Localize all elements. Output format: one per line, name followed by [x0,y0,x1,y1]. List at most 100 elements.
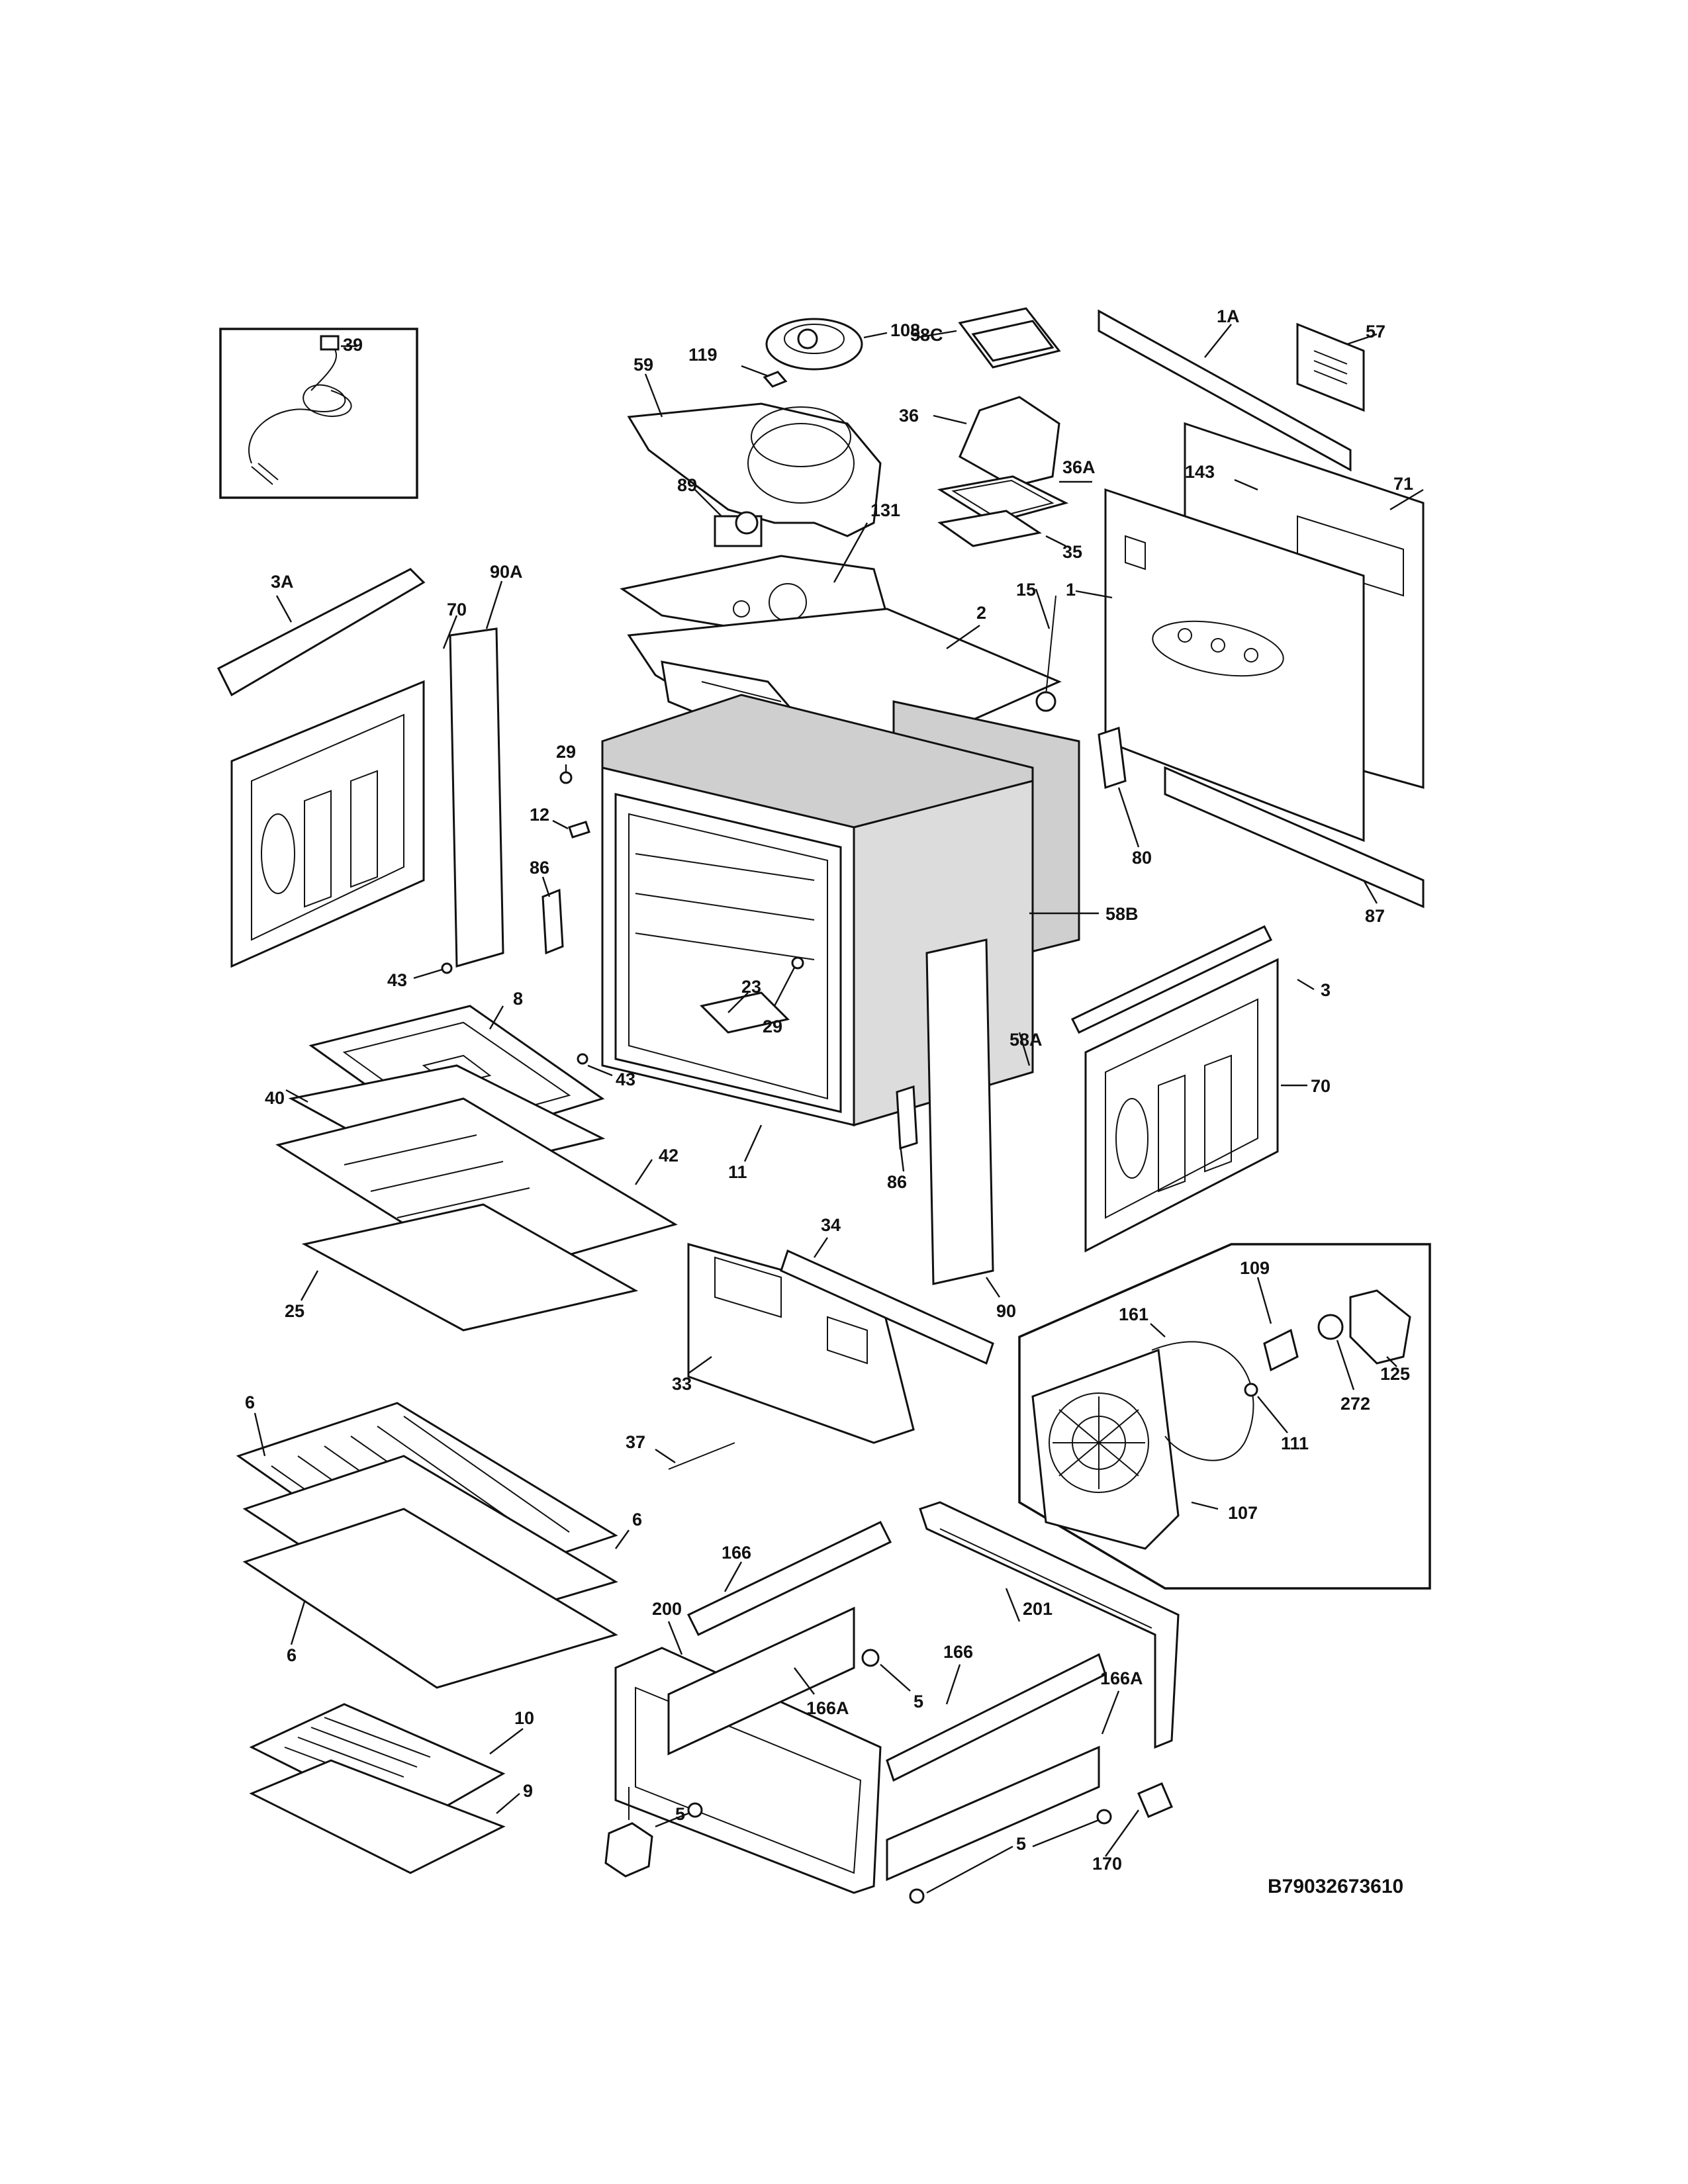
callout-15: 15 [1016,580,1036,600]
drawer-rail-166-left [686,1521,892,1636]
callout-108: 108 [890,320,920,340]
side-panel-right [1070,925,1315,1253]
callout-143: 143 [1185,462,1215,482]
callout-3: 3 [1321,980,1331,1000]
callout-36: 36 [899,406,919,426]
side-trim-90 [925,938,1000,1298]
callout-58A: 58A [1009,1030,1043,1050]
bracket-80-87 [1098,726,1425,909]
part-37 [655,1442,735,1470]
callout-166A-left: 166A [806,1698,849,1718]
bracket-170 [1105,1782,1173,1857]
callout-89: 89 [677,475,697,495]
callout-43-right: 43 [616,1069,635,1089]
broiler-pan-10-9 [249,1703,524,1874]
callout-35: 35 [1062,542,1082,562]
callout-36A: 36A [1062,457,1096,477]
callout-119: 119 [688,345,718,365]
callout-90: 90 [996,1301,1016,1321]
callout-111: 111 [1281,1433,1309,1453]
callout-131: 131 [870,500,900,520]
callout-23: 23 [741,977,761,997]
callout-8: 8 [513,989,523,1009]
callout-58C: 58C [910,325,943,345]
callout-86-right: 86 [887,1172,907,1192]
callout-9: 9 [523,1781,533,1801]
thermostat-89 [694,489,763,547]
callout-57: 57 [1366,322,1385,341]
callout-labels: 39 108 119 59 58C 36 36A 35 1A 57 143 71… [245,306,1413,1897]
callout-70-right: 70 [1311,1076,1331,1096]
hinge-86-right [896,1085,918,1172]
callout-272: 272 [1340,1394,1370,1414]
callout-59: 59 [633,355,653,375]
callout-201: 201 [1023,1599,1053,1619]
vent-cover-57 [1296,322,1378,412]
callout-71: 71 [1393,474,1413,494]
trim-34 [780,1237,994,1365]
callout-42: 42 [659,1146,679,1165]
back-bracket-1A [1098,309,1352,472]
callout-125: 125 [1380,1364,1410,1384]
callout-80: 80 [1132,848,1152,868]
callout-29-top: 29 [556,742,576,762]
callout-43-left: 43 [387,970,407,990]
callout-2: 2 [976,603,986,623]
leveling-legs-5 [604,1649,1112,1904]
callout-166-right: 166 [943,1642,973,1662]
oven-racks-6 [236,1402,630,1689]
callout-166A-right: 166A [1100,1668,1143,1688]
callout-37: 37 [626,1432,645,1452]
insulation-58A-58B [1018,912,1099,1066]
callout-25: 25 [285,1301,305,1321]
callout-200: 200 [652,1599,682,1619]
callout-170: 170 [1092,1854,1122,1874]
base-frame-201 [919,1501,1180,1749]
callout-3A: 3A [271,572,294,592]
callout-86-left: 86 [530,858,549,878]
callout-107: 107 [1228,1503,1258,1523]
callout-90A: 90A [490,562,523,582]
blower-housing-59 [627,373,882,537]
callout-39: 39 [343,335,363,355]
screw-29-12 [552,764,590,839]
callout-5-left: 5 [675,1804,685,1824]
callout-87: 87 [1365,906,1385,926]
drawer-bracket-166A [667,1606,1120,1882]
hinge-86-left [541,876,564,955]
callout-161: 161 [1119,1304,1149,1324]
drawing-code: B79032673610 [1268,1876,1403,1897]
callout-6-bottom: 6 [287,1645,297,1665]
callout-1A: 1A [1217,306,1240,326]
bottom-panel-25 [300,1203,639,1332]
side-panel-left [216,568,458,968]
sensor-15 [1035,588,1056,712]
callout-40: 40 [265,1088,285,1108]
element-23-29 [727,956,804,1013]
callout-6-top: 6 [245,1392,255,1412]
callout-58B: 58B [1105,904,1139,924]
callout-5-right: 5 [1016,1834,1026,1854]
vent-duct-parts [916,307,1092,547]
callout-29-mid: 29 [763,1017,782,1036]
callout-6-mid: 6 [632,1510,642,1529]
callout-109: 109 [1240,1258,1270,1278]
back-panel-1 [1075,478,1365,842]
callout-1: 1 [1066,580,1076,600]
callout-12: 12 [530,805,549,825]
oven-cavity-11 [601,694,1080,1162]
power-cord-inset [219,328,418,499]
callout-166-left: 166 [722,1543,751,1563]
drawer-rail-166-right [886,1653,1107,1782]
convection-blower-assembly [741,318,888,388]
side-trim-90A [449,580,504,968]
callout-33: 33 [672,1374,692,1394]
screw-43 [413,962,613,1077]
callout-70-left: 70 [447,600,467,619]
callout-11: 11 [728,1162,747,1182]
callout-10: 10 [514,1708,534,1728]
callout-5-mid: 5 [914,1692,923,1711]
callout-34: 34 [821,1215,841,1235]
convection-fan-inset [1018,1243,1431,1590]
